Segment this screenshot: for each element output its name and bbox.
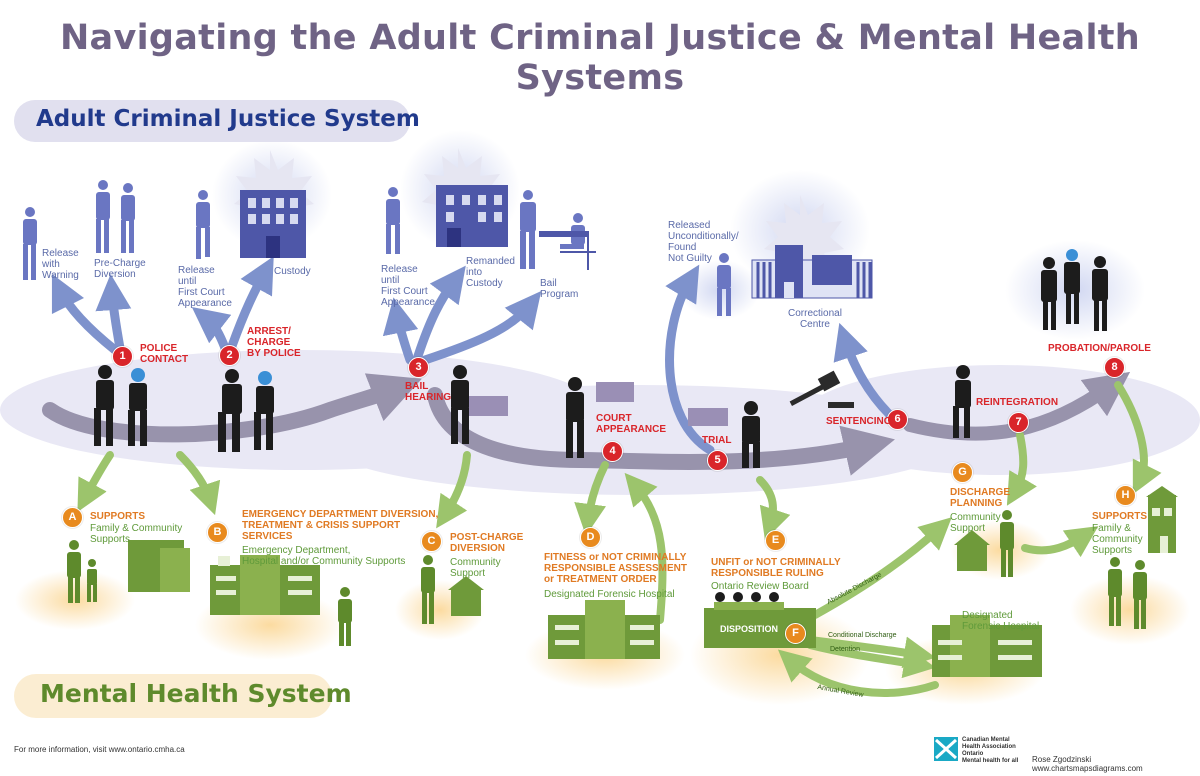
outcome-arrows <box>51 256 895 455</box>
mh-sub-b: Emergency Department, Hospital and/or Co… <box>242 545 406 567</box>
step-label-court-appearance: COURT APPEARANCE <box>596 413 667 435</box>
mh-badge-a: A <box>62 507 83 528</box>
section-banner-criminal-justice <box>14 100 410 142</box>
outcome-custody: Custody <box>274 266 311 277</box>
mh-title-h: SUPPORTS <box>1092 511 1148 522</box>
mh-sub-h: Family & Community Supports <box>1092 523 1143 556</box>
step-badge-6: 6 <box>887 409 908 430</box>
mh-badge-d: D <box>580 527 601 548</box>
step-label-probation-parole: PROBATION/PAROLE <box>1048 343 1151 354</box>
outcome-release-warning: Release with Warning <box>42 248 79 281</box>
section-title-mental-health: Mental Health System <box>40 679 352 708</box>
step-badge-1: 1 <box>112 346 133 367</box>
disposition-board <box>704 592 816 648</box>
mh-sub-g: Community Support <box>950 512 1001 534</box>
mh-title-e: UNFIT or NOT CRIMINALLY RESPONSIBLE RULI… <box>711 557 841 579</box>
disposition-label: DISPOSITION <box>720 624 779 634</box>
mh-badge-c: C <box>421 531 442 552</box>
mh-title-g: DISCHARGE PLANNING <box>950 487 1011 509</box>
step-badge-8: 8 <box>1104 357 1125 378</box>
jail-icon <box>751 245 873 299</box>
step-label-police-contact: POLICE CONTACT <box>140 343 189 365</box>
footer-org: Canadian Mental Health Association Ontar… <box>962 737 1019 764</box>
mh-badge-g: G <box>952 462 973 483</box>
building-icon-custody <box>240 190 306 258</box>
cmha-logo-icon <box>934 737 958 761</box>
label-detention: Detention <box>830 646 860 653</box>
mh-badge-h: H <box>1115 485 1136 506</box>
hospital-icons <box>128 486 1178 677</box>
step-label-bail-hearing: BAIL HEARING <box>405 381 452 403</box>
mh-badge-f: F <box>785 623 806 644</box>
mh-title-d: FITNESS or NOT CRIMINALLY RESPONSIBLE AS… <box>544 552 687 585</box>
outcome-release-first-court-1: Release until First Court Appearance <box>178 265 232 309</box>
section-banner-mental-health <box>14 674 332 718</box>
desk-icon-bail <box>539 231 596 270</box>
outcome-released-unconditionally: Released Unconditionally/ Found Not Guil… <box>668 220 739 264</box>
person-icons-mental-health <box>67 510 1147 646</box>
mh-sub-e: Ontario Review Board <box>711 581 809 592</box>
section-title-criminal-justice: Adult Criminal Justice System <box>36 106 420 132</box>
outcome-release-first-court-2: Release until First Court Appearance <box>381 264 435 308</box>
mh-sub-c: Community Support <box>450 557 501 579</box>
footer-credit: Rose Zgodzinski www.chartsmapsdiagrams.c… <box>1032 755 1143 773</box>
step-label-sentencing: SENTENCING <box>826 416 892 427</box>
mh-badge-b: B <box>207 522 228 543</box>
person-icons-justice <box>23 180 731 316</box>
step-badge-7: 7 <box>1008 412 1029 433</box>
step-label-trial: TRIAL <box>702 435 732 446</box>
outcome-correctional-centre: Correctional Centre <box>788 308 842 330</box>
mh-badge-e: E <box>765 530 786 551</box>
mh-title-c: POST-CHARGE DIVERSION <box>450 532 524 554</box>
footer-info: For more information, visit www.ontario.… <box>14 745 185 754</box>
building-icon-remand <box>436 185 508 247</box>
step-badge-5: 5 <box>707 450 728 471</box>
gavel-icon <box>789 370 854 408</box>
step-badge-4: 4 <box>602 441 623 462</box>
mental-health-arrows <box>77 381 1162 697</box>
outcome-bail-program: Bail Program <box>540 278 579 300</box>
outcome-remanded: Remanded into Custody <box>466 256 515 289</box>
step-label-arrest-charge: ARREST/ CHARGE BY POLICE <box>247 326 301 359</box>
house-icons <box>448 530 990 616</box>
label-forensic-hospital: Designated Forensic Hospital <box>962 610 1040 632</box>
page-title: Navigating the Adult Criminal Justice & … <box>59 18 1141 98</box>
judge-desk-icon <box>468 382 728 426</box>
step-badge-2: 2 <box>219 345 240 366</box>
mh-title-a: SUPPORTS <box>90 511 146 522</box>
mh-title-b: EMERGENCY DEPARTMENT DIVERSION, TREATMEN… <box>242 509 439 542</box>
step-badge-3: 3 <box>408 357 429 378</box>
mh-sub-d: Designated Forensic Hospital <box>544 589 675 600</box>
outcome-pre-charge-diversion: Pre-Charge Diversion <box>94 258 146 280</box>
person-icons-path <box>94 249 1108 468</box>
mh-sub-a: Family & Community Supports <box>90 523 183 545</box>
step-label-reintegration: REINTEGRATION <box>976 397 1059 408</box>
label-conditional-discharge: Conditional Discharge <box>828 632 897 639</box>
